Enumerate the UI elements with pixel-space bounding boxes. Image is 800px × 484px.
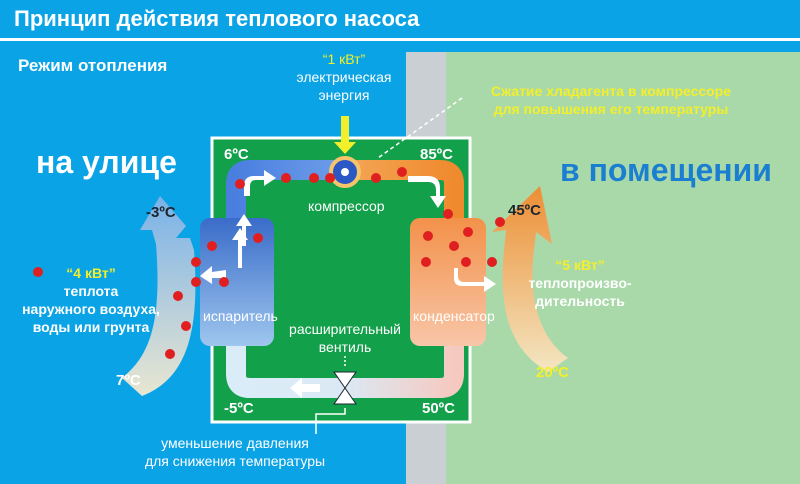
refrigerant-dot <box>281 173 291 183</box>
heat-input: “4 кВт” теплота наружного воздуха, воды … <box>6 264 176 336</box>
compressor-hub <box>341 168 349 176</box>
evaporator-label: испаритель <box>203 308 278 324</box>
power-input-line1: электрическая <box>296 69 392 85</box>
refrigerant-dot <box>33 267 43 277</box>
compressor-label: компрессор <box>308 198 385 214</box>
heat-input-line3: воды или грунта <box>32 319 150 335</box>
temp-room-in: 20ºC <box>536 364 569 381</box>
flow-arrow <box>408 176 446 208</box>
power-input: “1 кВт” электрическая энергия <box>284 50 404 104</box>
heat-output-value: “5 кВт” <box>555 257 605 273</box>
condenser <box>410 218 486 346</box>
condenser-label: конденсатор <box>413 308 495 324</box>
outside-air-arrow <box>122 196 196 396</box>
heat-input-line1: теплота <box>63 283 119 299</box>
refrigerant-dot <box>371 173 381 183</box>
heat-output-line1: теплопроизво- <box>528 275 632 291</box>
valve-label-line2: вентиль <box>318 339 372 355</box>
compression-note-line2: для повышения его температуры <box>493 101 729 117</box>
power-input-value: “1 кВт” <box>322 51 366 67</box>
refrigerant-dot <box>235 179 245 189</box>
refrigerant-dot <box>463 227 473 237</box>
outside-label: на улице <box>36 144 177 180</box>
refrigerant-dot <box>219 277 229 287</box>
refrigerant-dot <box>325 173 335 183</box>
pressure-note-line2: для снижения температуры <box>144 453 326 469</box>
valve-label: расширительный вентиль <box>280 320 410 356</box>
refrigerant-dot <box>495 217 505 227</box>
temp-loop-bottom-left: -5ºC <box>224 400 254 417</box>
refrigerant-dot <box>423 231 433 241</box>
pressure-note-line1: уменьшение давления <box>161 435 309 451</box>
refrigerant-dot <box>487 257 497 267</box>
expansion-valve <box>333 371 357 405</box>
refrigerant-dot <box>191 257 201 267</box>
heat-output: “5 кВт” теплопроизво- дительность <box>510 256 650 310</box>
temp-loop-top-left: 6ºC <box>224 146 249 163</box>
refrigerant-dot <box>449 241 459 251</box>
refrigerant-dot <box>443 209 453 219</box>
power-input-arrow <box>334 116 356 154</box>
refrigerant-dot <box>207 241 217 251</box>
flow-arrow <box>454 268 496 292</box>
power-input-line2: энергия <box>318 87 370 103</box>
temp-room-out: 45ºC <box>508 202 541 219</box>
temp-outside-in: 7ºC <box>116 372 141 389</box>
temp-outside-out: -3ºC <box>146 204 176 221</box>
evaporator <box>200 218 274 346</box>
heat-input-line2: наружного воздуха, <box>22 301 160 317</box>
compression-note-line1: Сжатие хладагента в компрессоре <box>490 83 732 99</box>
compression-note-line <box>377 97 463 159</box>
refrigerant-dot <box>181 321 191 331</box>
flow-arrow <box>290 378 320 398</box>
refrigerant-dot <box>173 291 183 301</box>
refrigerant-dot <box>309 173 319 183</box>
heat-input-value: “4 кВт” <box>66 265 116 281</box>
flow-arrow <box>232 228 248 268</box>
refrigerant-dot <box>421 257 431 267</box>
compression-note: Сжатие хладагента в компрессоре для повы… <box>466 82 756 118</box>
title-underline <box>0 38 800 41</box>
heat-output-line2: дительность <box>535 293 625 309</box>
flow-arrow <box>244 170 276 196</box>
refrigerant-dot <box>397 167 407 177</box>
pressure-note: уменьшение давления для снижения темпера… <box>140 434 330 470</box>
pressure-note-line <box>315 408 346 434</box>
flow-arrow <box>200 266 226 284</box>
page-title: Принцип действия теплового насоса <box>14 6 420 31</box>
valve-label-line1: расширительный <box>289 321 401 337</box>
refrigerant-dot <box>461 257 471 267</box>
refrigerant-dot <box>165 349 175 359</box>
temp-loop-bottom-right: 50ºC <box>422 400 455 417</box>
inside-label: в помещении <box>560 152 772 188</box>
room-air-arrow <box>492 186 568 372</box>
refrigerant-dot <box>191 277 201 287</box>
flow-arrow <box>236 214 252 246</box>
mode-label: Режим отопления <box>18 56 168 75</box>
temp-loop-top-right: 85ºC <box>420 146 453 163</box>
refrigerant-dot <box>253 233 263 243</box>
